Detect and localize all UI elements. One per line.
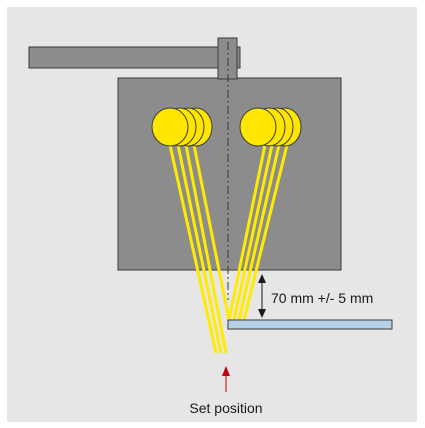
sensor-housing bbox=[117, 77, 342, 271]
set-position-arrow bbox=[222, 366, 230, 392]
beam-right-2 bbox=[232, 144, 274, 321]
light-beams bbox=[168, 144, 289, 354]
emitter-lenses-right bbox=[239, 107, 302, 147]
beam-right-1 bbox=[227, 144, 267, 321]
beam-left-4 bbox=[192, 144, 233, 331]
beam-left-2 bbox=[176, 144, 223, 354]
set-position-label: Set position bbox=[189, 400, 262, 416]
emitter-lenses-left bbox=[151, 107, 213, 147]
gap-label: 70 mm +/- 5 mm bbox=[271, 290, 373, 306]
dimension-arrow bbox=[258, 274, 266, 318]
lens-right-1 bbox=[239, 107, 277, 147]
beam-left-3 bbox=[184, 144, 228, 354]
beam-right-3 bbox=[237, 144, 281, 321]
target-plate bbox=[227, 319, 393, 330]
mounting-bar bbox=[28, 46, 241, 69]
lens-left-1 bbox=[151, 107, 189, 147]
beam-right-4 bbox=[242, 144, 289, 321]
beam-left-1 bbox=[168, 144, 218, 354]
